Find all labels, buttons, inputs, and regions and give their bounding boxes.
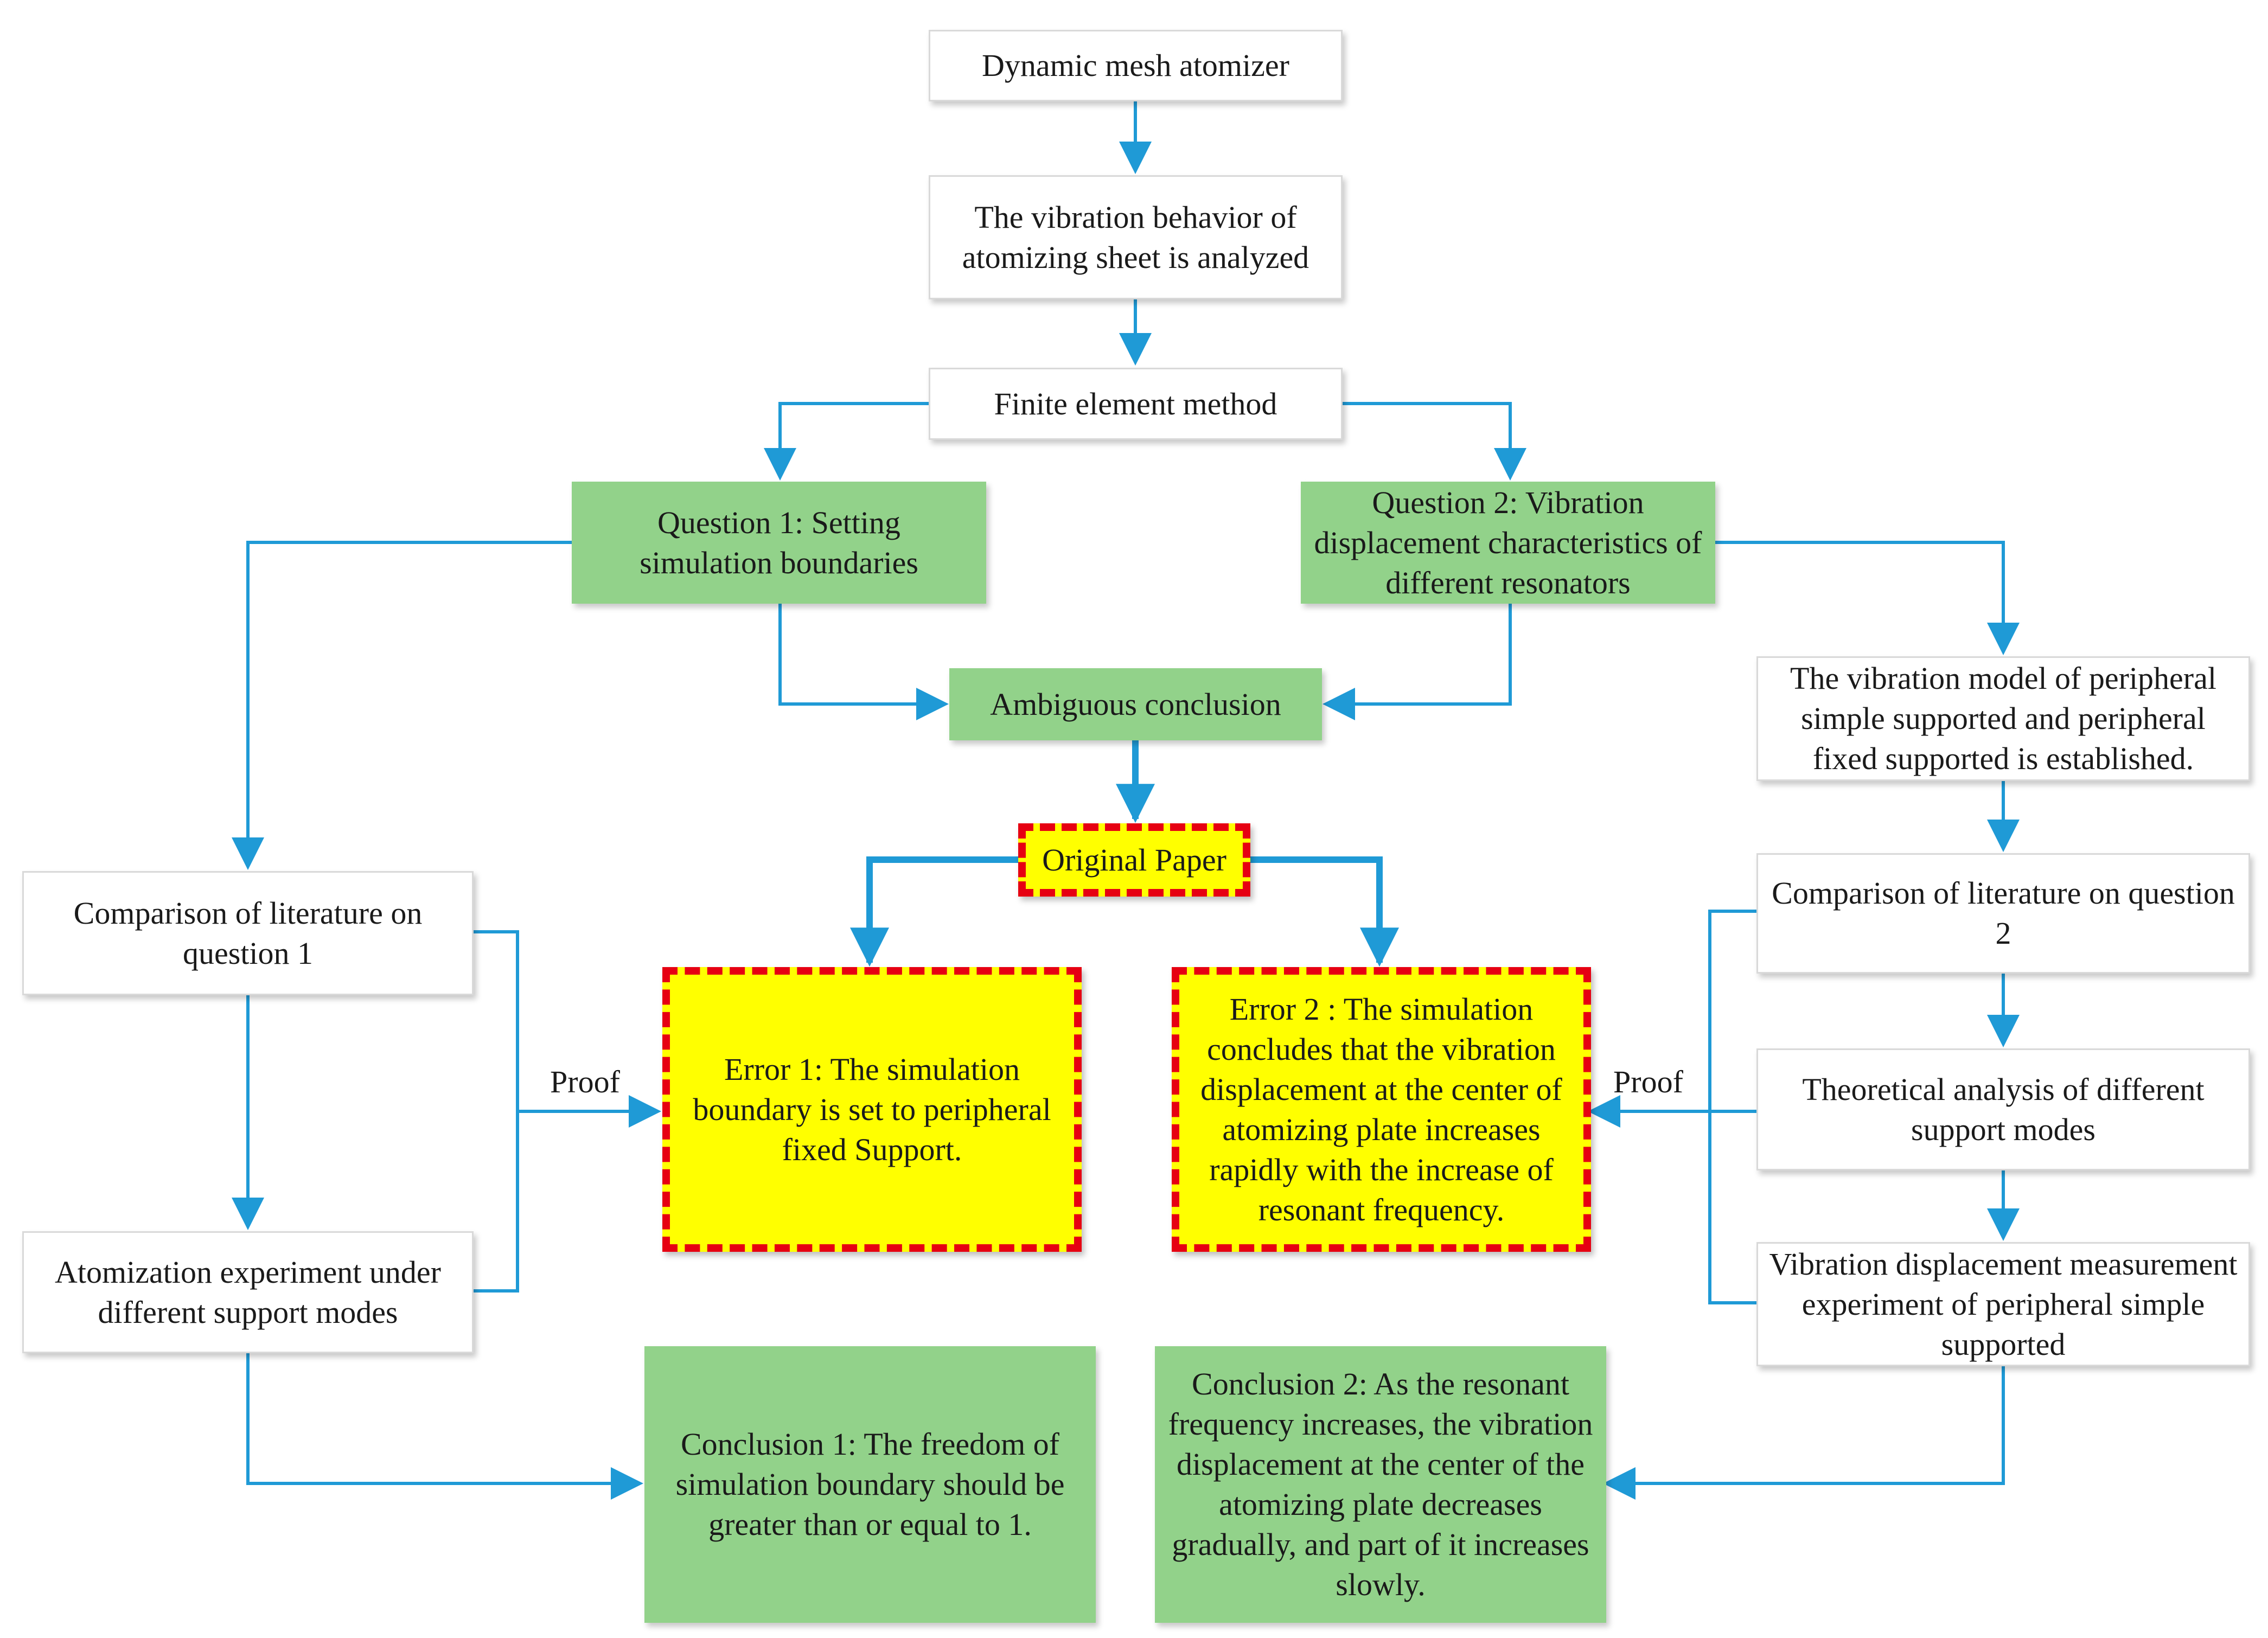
node-vibration-behavior: The vibration behavior of atomizing shee… (929, 175, 1343, 299)
arrow-atomization-to-conclusion1 (246, 1353, 643, 1500)
node-conclusion-1: Conclusion 1: The freedom of simulation … (644, 1346, 1096, 1623)
bracket-lit-q1-atomization (474, 930, 519, 1293)
bracket-lit-q2-measurement (1708, 910, 1756, 1304)
arrow-question1-to-lit-q1 (232, 541, 572, 870)
node-literature-question-1: Comparison of literature on question 1 (22, 871, 474, 995)
node-question-1: Question 1: Setting simulation boundarie… (572, 482, 986, 604)
arrow-fem-to-question1 (764, 402, 929, 481)
arrow-question1-to-ambiguous (778, 604, 949, 720)
arrow-original-paper-to-error1 (850, 856, 1018, 967)
node-ambiguous-conclusion: Ambiguous conclusion (949, 668, 1322, 740)
node-atomization-experiment: Atomization experiment under different s… (22, 1231, 474, 1353)
arrow-question2-to-ambiguous (1323, 604, 1512, 720)
node-vibration-model: The vibration model of peripheral simple… (1756, 656, 2250, 781)
arrow-fem-to-question2 (1343, 402, 1526, 481)
node-finite-element-method: Finite element method (929, 368, 1343, 440)
arrow-original-paper-to-error2 (1250, 856, 1399, 967)
node-question-2: Question 2: Vibration displacement chara… (1301, 482, 1715, 604)
arrow-question2-to-vibration-model (1715, 541, 2020, 655)
node-measurement-experiment: Vibration displacement measurement exper… (1756, 1242, 2250, 1366)
proof-label-right: Proof (1613, 1064, 1683, 1099)
node-dynamic-mesh-atomizer: Dynamic mesh atomizer (929, 30, 1343, 101)
proof-label-left: Proof (550, 1064, 620, 1099)
arrow-measurement-to-conclusion2 (1603, 1366, 2005, 1500)
node-original-paper: Original Paper (1018, 823, 1250, 897)
node-literature-question-2: Comparison of literature on question 2 (1756, 853, 2250, 974)
node-error-1: Error 1: The simulation boundary is set … (662, 967, 1082, 1252)
node-theoretical-analysis: Theoretical analysis of different suppor… (1756, 1048, 2250, 1170)
node-conclusion-2: Conclusion 2: As the resonant frequency … (1155, 1346, 1606, 1623)
node-error-2: Error 2 : The simulation concludes that … (1172, 967, 1591, 1252)
